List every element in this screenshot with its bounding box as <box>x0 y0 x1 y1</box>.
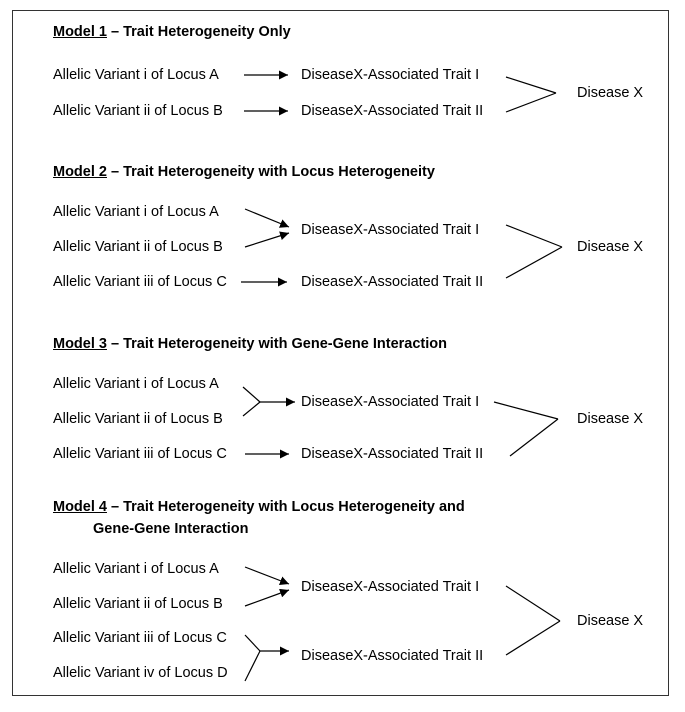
model-2-trait-1: DiseaseX-Associated Trait I <box>301 222 480 238</box>
model-3-join-1 <box>242 386 261 403</box>
model-4-arrow-2 <box>244 588 290 607</box>
model-2-arrow-1 <box>244 208 290 228</box>
model-4-link-1 <box>505 585 561 622</box>
model-3-variant-2: Allelic Variant ii of Locus B <box>53 411 223 427</box>
model-1-heading: Model 1 – Trait Heterogeneity Only <box>53 24 291 40</box>
model-2-variant-3: Allelic Variant iii of Locus C <box>53 274 227 290</box>
diagram-frame <box>12 10 669 696</box>
model-3-variant-3: Allelic Variant iii of Locus C <box>53 446 227 462</box>
model-1-link-2 <box>505 92 557 113</box>
model-4-trait-1: DiseaseX-Associated Trait I <box>301 579 480 595</box>
model-3-disease: Disease X <box>577 411 644 427</box>
model-2-arrow-2 <box>244 231 290 248</box>
model-3-heading: Model 3 – Trait Heterogeneity with Gene-… <box>53 336 448 352</box>
model-2-link-2 <box>505 246 563 279</box>
model-1-variant-2: Allelic Variant ii of Locus B <box>53 103 223 119</box>
model-1-trait-1: DiseaseX-Associated Trait I <box>301 67 480 83</box>
model-4-arrow-1 <box>244 566 290 585</box>
model-1-disease: Disease X <box>577 85 644 101</box>
model-2-trait-2: DiseaseX-Associated Trait II <box>301 274 484 290</box>
model-2-heading: Model 2 – Trait Heterogeneity with Locus… <box>53 164 435 180</box>
model-4-variant-2: Allelic Variant ii of Locus B <box>53 596 223 612</box>
model-4-join-1 <box>244 634 261 652</box>
model-3-link-2 <box>509 418 559 457</box>
model-4-variant-1: Allelic Variant i of Locus A <box>53 561 219 577</box>
model-3-trait-1: DiseaseX-Associated Trait I <box>301 394 480 410</box>
model-4-disease: Disease X <box>577 613 644 629</box>
model-4-join-2 <box>244 650 261 682</box>
model-3-link-1 <box>493 401 559 420</box>
model-2-link-1 <box>505 224 563 248</box>
model-2-variant-2: Allelic Variant ii of Locus B <box>53 239 223 255</box>
model-4-trait-2: DiseaseX-Associated Trait II <box>301 648 484 664</box>
model-4-variant-3: Allelic Variant iii of Locus C <box>53 630 227 646</box>
model-4-heading-line-2: Gene-Gene Interaction <box>93 521 249 537</box>
model-2-variant-1: Allelic Variant i of Locus A <box>53 204 219 220</box>
model-4-variant-4: Allelic Variant iv of Locus D <box>53 665 228 681</box>
model-1-link-1 <box>505 76 557 94</box>
model-2-disease: Disease X <box>577 239 644 255</box>
model-1-variant-1: Allelic Variant i of Locus A <box>53 67 219 83</box>
model-1-trait-2: DiseaseX-Associated Trait II <box>301 103 484 119</box>
model-3-trait-2: DiseaseX-Associated Trait II <box>301 446 484 462</box>
model-4-heading: Model 4 – Trait Heterogeneity with Locus… <box>53 499 465 515</box>
model-4-link-2 <box>505 620 561 656</box>
model-3-join-2 <box>242 401 261 417</box>
model-3-variant-1: Allelic Variant i of Locus A <box>53 376 219 392</box>
